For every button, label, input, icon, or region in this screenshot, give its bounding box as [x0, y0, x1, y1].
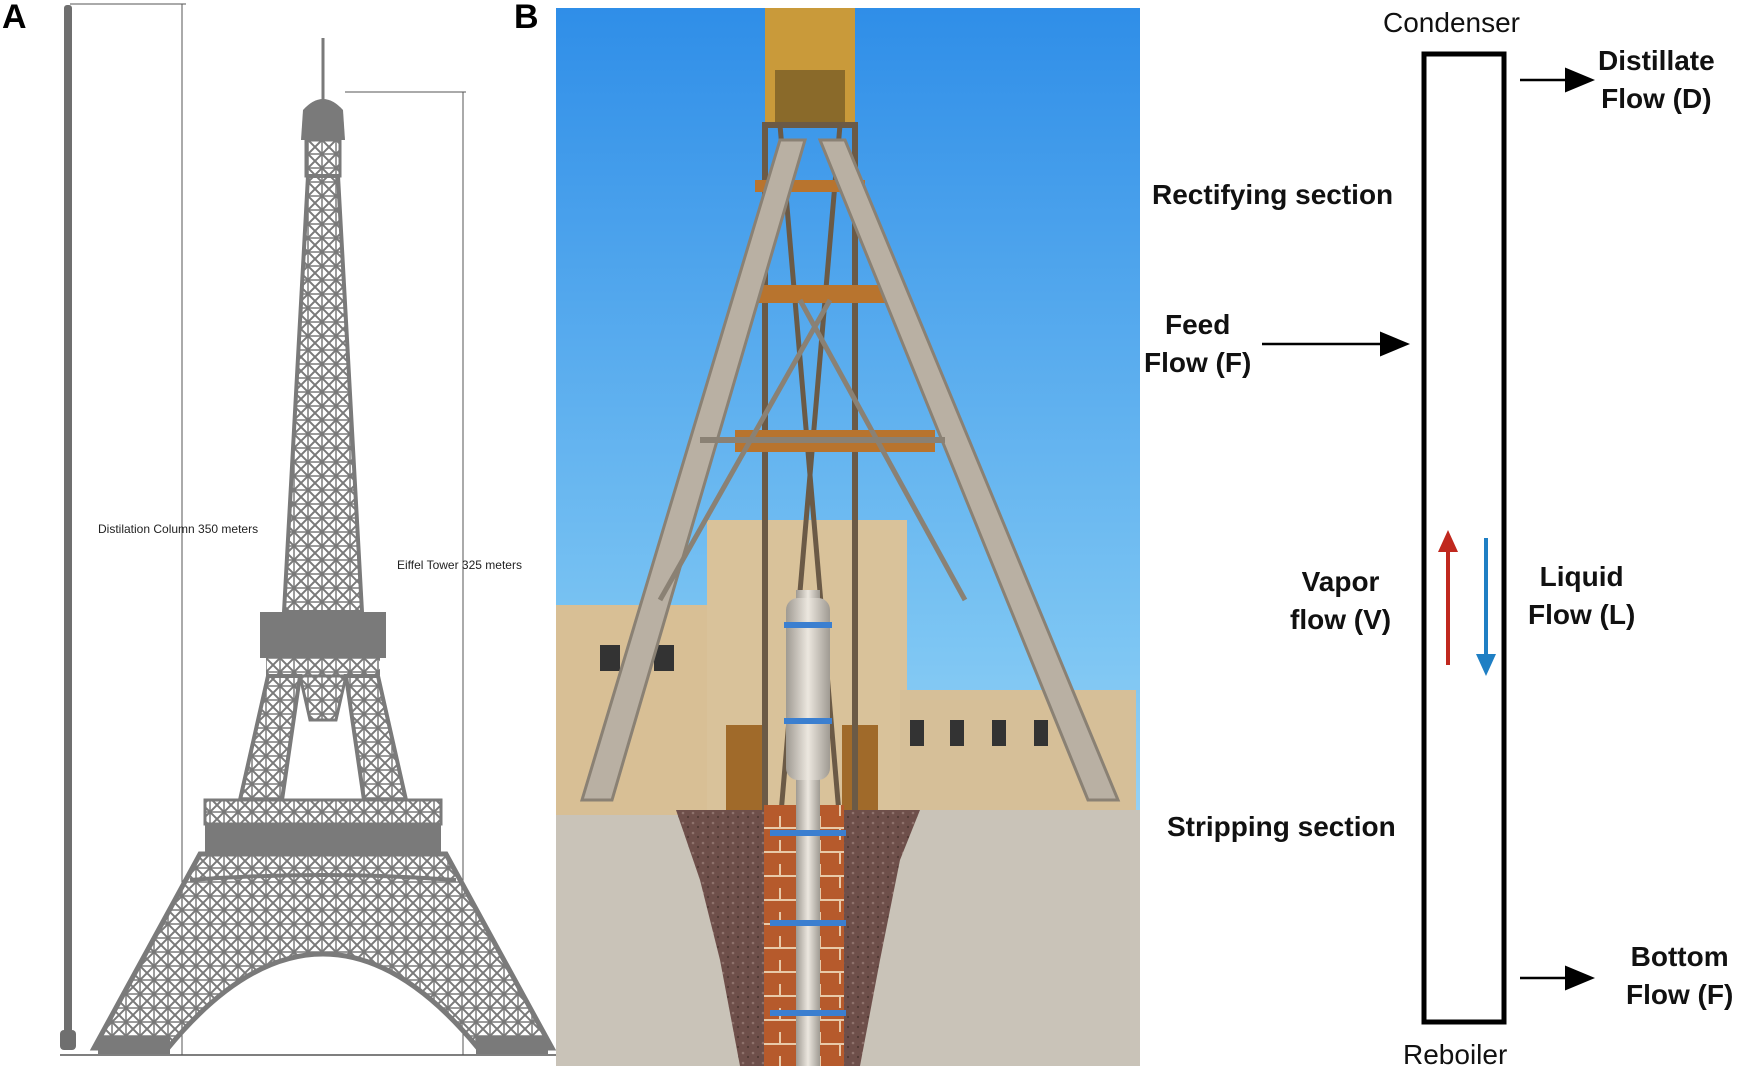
rectifying-section-label: Rectifying section: [1152, 179, 1394, 210]
feed-flow-label: Feed Flow (F): [1144, 306, 1251, 382]
panel-b-photo-illustration: [556, 8, 1140, 1066]
reboiler-label: Reboiler: [1403, 1039, 1508, 1070]
feed-line1: Feed: [1164, 309, 1231, 340]
liquid-flow-label: Liquid Flow (L): [1528, 558, 1635, 634]
panel-label-a: A: [2, 0, 27, 36]
liquid-line2: Flow (L): [1528, 599, 1636, 630]
bottom-line2: Flow (F): [1626, 979, 1734, 1010]
vapor-line2: flow (V): [1290, 604, 1392, 635]
feed-line2: Flow (F): [1144, 347, 1252, 378]
column-outline: [1421, 51, 1507, 1025]
left-inclined-leg: [579, 138, 808, 802]
distillate-line2: Flow (D): [1601, 83, 1712, 114]
vapor-flow-label: Vapor flow (V): [1290, 563, 1391, 639]
distillate-line1: Distillate: [1598, 45, 1715, 76]
column-height-label: Distilation Column 350 meters: [98, 522, 259, 536]
tower-height-label: Eiffel Tower 325 meters: [397, 558, 522, 572]
column-upper-body: [786, 598, 830, 780]
panel-label-b: B: [514, 0, 539, 36]
distillation-column-rod: [64, 5, 72, 1045]
distillate-flow-label: Distillate Flow (D): [1598, 42, 1715, 118]
right-inclined-leg: [817, 138, 1121, 802]
panel-c-schematic: [1262, 51, 1595, 1025]
liquid-line1: Liquid: [1539, 561, 1624, 592]
condenser-label: Condenser: [1383, 7, 1520, 38]
vapor-line1: Vapor: [1301, 566, 1380, 597]
bottom-flow-label: Bottom Flow (F): [1626, 938, 1733, 1014]
bottom-line1: Bottom: [1630, 941, 1729, 972]
panel-a-drawing: [60, 3, 560, 1056]
stripping-section-label: Stripping section: [1167, 811, 1396, 842]
eiffel-tower-drawing: [89, 38, 557, 1054]
